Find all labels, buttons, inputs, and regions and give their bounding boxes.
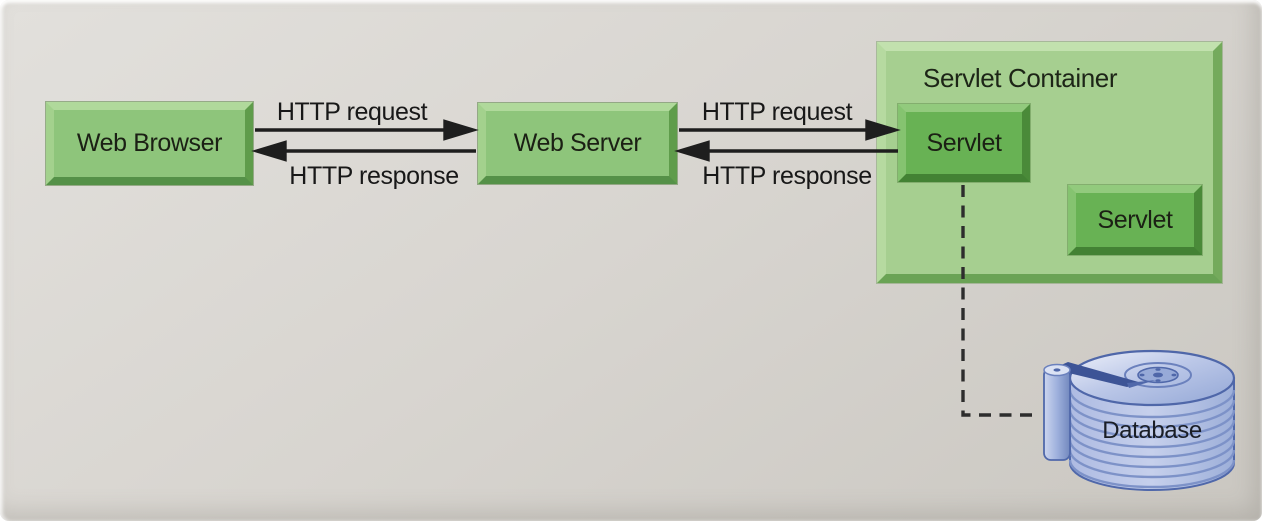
- edge-label-http-request-1: HTTP request: [276, 98, 428, 126]
- spindle-ring: [1124, 362, 1192, 388]
- actuator-arm: [1052, 362, 1142, 387]
- edge-label-http-request-2: HTTP request: [701, 98, 853, 126]
- disk-top: [1068, 349, 1236, 407]
- arrowhead-browser-to-server: [443, 119, 479, 141]
- edge-label-http-response-1: HTTP response: [289, 162, 459, 190]
- servlet-a-label: Servlet: [926, 128, 1002, 157]
- node-web-server: Web Server: [478, 103, 677, 184]
- node-web-browser: Web Browser: [46, 102, 253, 185]
- pivot-post-top: [1043, 363, 1071, 377]
- arrowhead-servlet-to-server: [674, 140, 710, 162]
- servlet-container-label: Servlet Container: [923, 63, 1118, 93]
- web-browser-label: Web Browser: [76, 129, 223, 157]
- edge-label-http-response-2: HTTP response: [702, 162, 872, 190]
- node-servlet-container: Servlet Container Servlet Servlet: [877, 42, 1222, 283]
- spindle-dots: [1139, 368, 1177, 382]
- pivot-post: [1043, 367, 1071, 461]
- spindle: [1137, 366, 1179, 384]
- arrowhead-server-to-browser: [251, 140, 287, 162]
- web-server-label: Web Server: [513, 129, 642, 157]
- servlet-b-label: Servlet: [1097, 205, 1173, 234]
- pivot-post-dot: [1053, 368, 1061, 372]
- actuator-needle: [1127, 380, 1156, 388]
- node-servlet-a: Servlet: [898, 104, 1030, 182]
- node-servlet-b: Servlet: [1068, 185, 1202, 255]
- database-label: Database: [1102, 417, 1202, 444]
